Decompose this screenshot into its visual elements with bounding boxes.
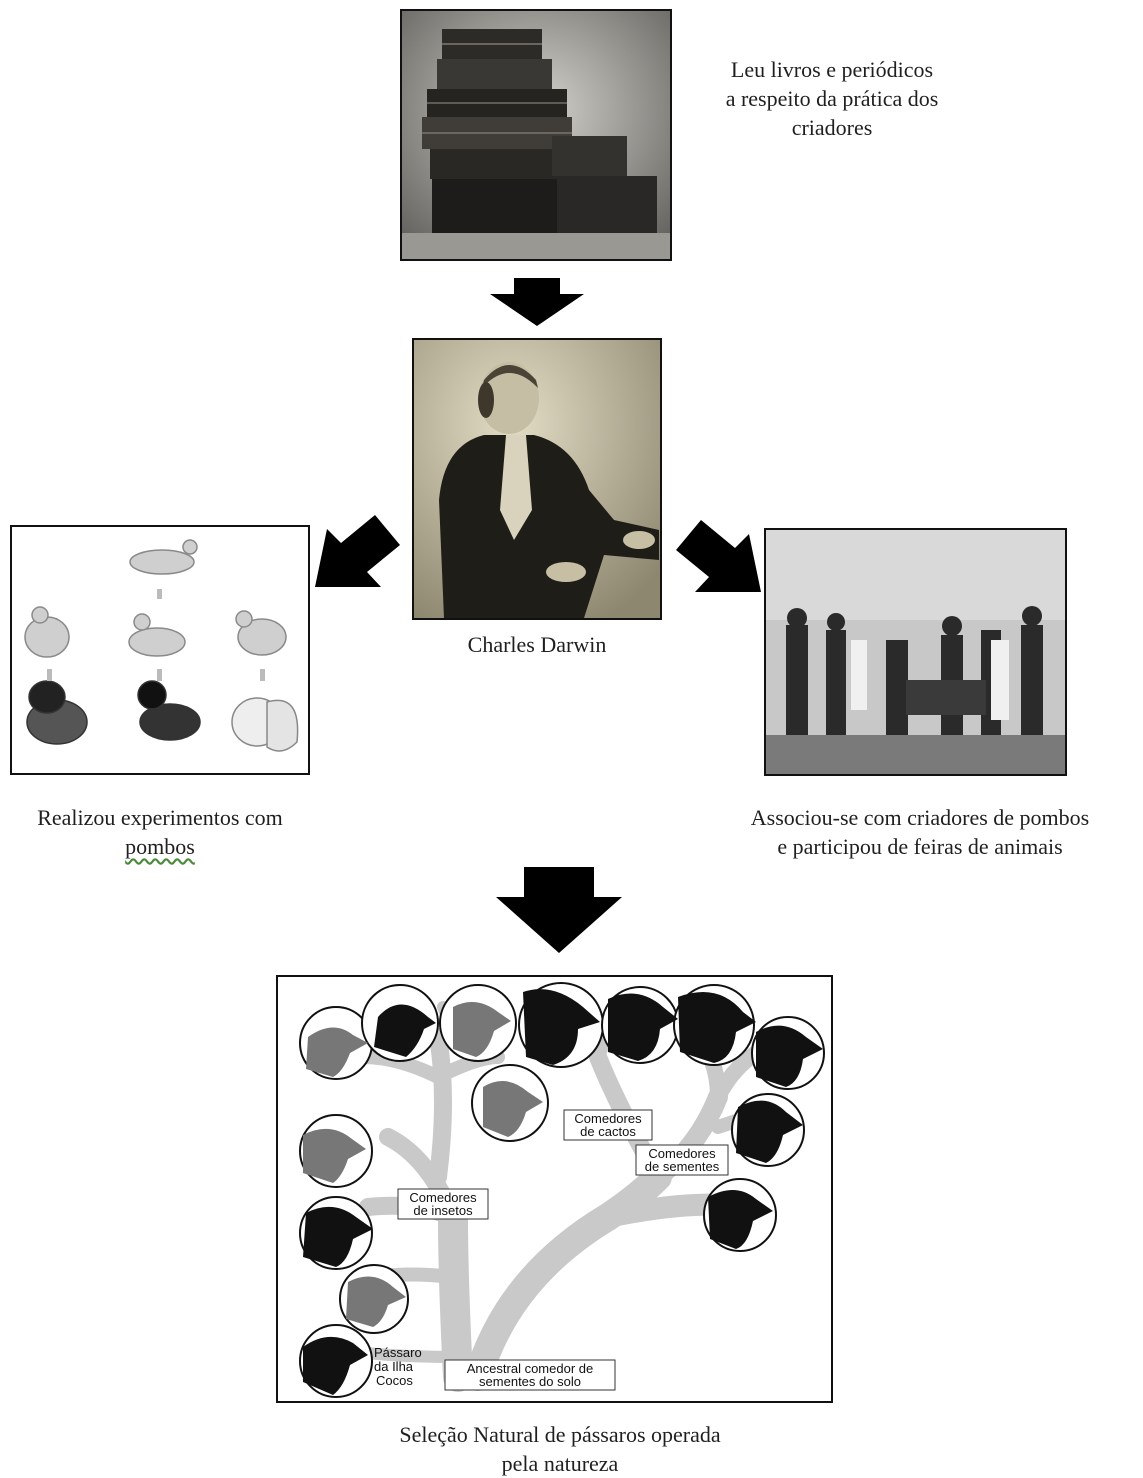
pigeons-caption-line-2: pombos (0, 832, 320, 861)
darwin-finches-tree: Comedores de cactos Comedores de semente… (299, 982, 825, 1398)
fairs-caption-line-2: e participou de feiras de animais (777, 834, 1063, 859)
pigeon-fair-illustration (766, 530, 1065, 774)
finches-caption: Seleção Natural de pássaros operada pela… (340, 1420, 780, 1478)
darwin-caption: Charles Darwin (467, 632, 607, 657)
arrow-right-icon (676, 520, 761, 605)
label-cocos-line-3: Cocos (376, 1373, 413, 1388)
pigeons-caption-line-2-text: pombos (125, 834, 195, 859)
books-caption-line-2: a respeito da prática dos (725, 86, 939, 111)
label-seeds-line-1: Comedores (648, 1146, 716, 1161)
label-seeds-line-2: de sementes (645, 1159, 720, 1174)
label-insects-line-2: de insetos (413, 1203, 473, 1218)
pigeon-breeds-illustration (24, 539, 299, 752)
label-cocos-line-2: da Ilha (374, 1359, 414, 1374)
fairs-caption: Associou-se com criadores de pombos e pa… (700, 803, 1140, 861)
finches-caption-line-1: Seleção Natural de pássaros operada (399, 1422, 721, 1447)
darwin-illustration (414, 340, 660, 618)
books-caption-line-1: Leu livros e periódicos (730, 57, 934, 82)
label-insects-line-1: Comedores (409, 1190, 477, 1205)
arrow-left-icon (315, 515, 400, 600)
finches-caption-line-2: pela natureza (501, 1451, 619, 1476)
pigeons-caption-line-1: Realizou experimentos com (37, 805, 283, 830)
fairs-caption-line-1: Associou-se com criadores de pombos (750, 805, 1090, 830)
fairs-image (764, 528, 1067, 776)
books-caption-line-3: criadores (791, 115, 873, 140)
label-ancestor-line-1: Ancestral comedor de (467, 1361, 593, 1376)
darwin-portrait (412, 338, 662, 620)
books-illustration (402, 11, 670, 259)
arrow-down-icon (490, 278, 584, 326)
label-cocos-line-1: Pássaro (374, 1345, 422, 1360)
arrow-down-large-icon (496, 867, 622, 953)
pigeons-caption: Realizou experimentos com pombos (0, 803, 320, 861)
books-image (400, 9, 672, 261)
finches-tree-image: Comedores de cactos Comedores de semente… (276, 975, 833, 1403)
label-cactus-line-1: Comedores (574, 1111, 642, 1126)
books-caption: Leu livros e periódicos a respeito da pr… (682, 55, 982, 142)
label-cactus-line-2: de cactos (580, 1124, 636, 1139)
label-ancestor-line-2: sementes do solo (479, 1374, 581, 1389)
pigeons-image (10, 525, 310, 775)
